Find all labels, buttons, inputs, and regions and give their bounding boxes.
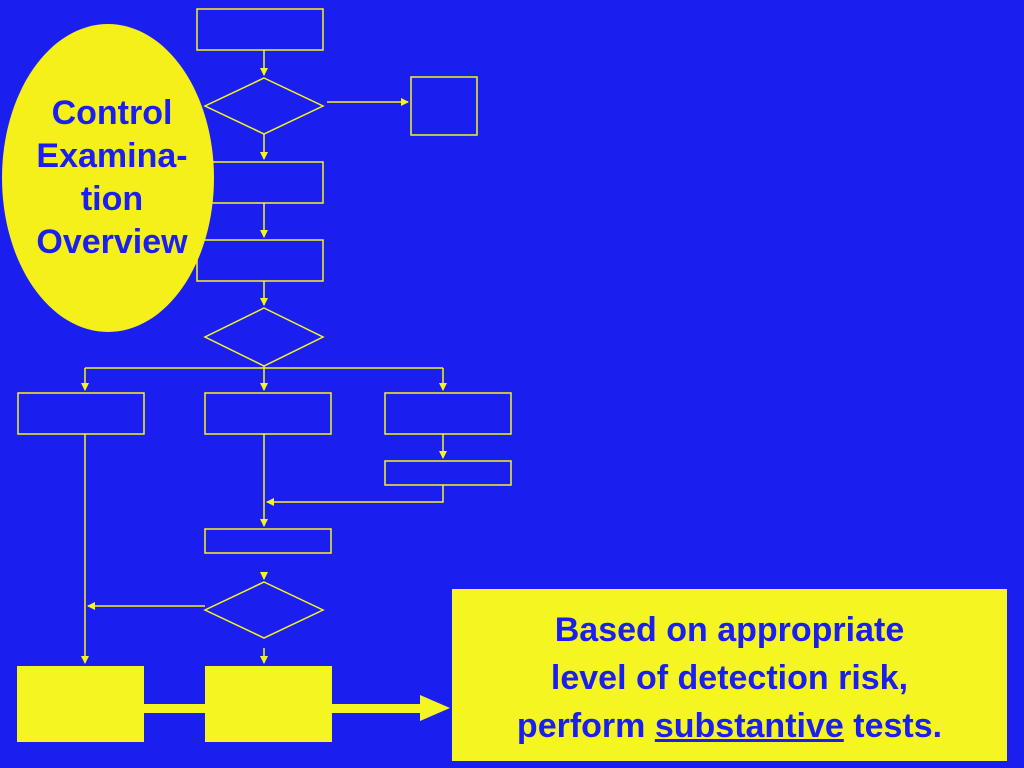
flow-connector-thick [332, 704, 424, 713]
flow-box-bottom-middle [205, 666, 332, 742]
callout-box: Based on appropriate level of detection … [452, 589, 1007, 761]
title-oval: Control Examina- tion Overview [2, 24, 214, 332]
callout-line: Based on appropriate [554, 611, 905, 649]
flow-connector [266, 485, 444, 506]
callout-line-suffix: tests. [843, 707, 943, 745]
flow-box-right-sub [384, 460, 512, 486]
flow-box-1 [196, 8, 324, 51]
flow-decision-1 [203, 77, 325, 135]
callout-text: Based on appropriate level of detection … [517, 600, 942, 750]
title-line: Control [51, 94, 173, 132]
title-line: Overview [36, 223, 188, 261]
flow-decision-2 [203, 307, 325, 367]
flow-side-box [410, 76, 478, 136]
flow-box-3 [196, 239, 324, 282]
flow-box-2 [196, 161, 324, 204]
flow-box-middle [204, 392, 332, 435]
flow-box-middle-sub [204, 528, 332, 554]
callout-line: perform substantive tests. [517, 702, 942, 750]
flow-connector-thick [144, 704, 205, 713]
title-line: tion [80, 180, 144, 218]
flow-decision-3 [203, 581, 325, 639]
flow-arrowhead-large [420, 695, 450, 721]
slide-title: Control Examina- tion Overview [28, 92, 187, 264]
callout-line: level of detection risk, [550, 659, 909, 697]
callout-emphasis: substantive [654, 707, 844, 745]
flow-box-left [17, 392, 145, 435]
flow-box-bottom-left [17, 666, 144, 742]
flow-box-right [384, 392, 512, 435]
callout-line-prefix: perform [516, 707, 655, 745]
title-line: Examina- [36, 137, 188, 175]
